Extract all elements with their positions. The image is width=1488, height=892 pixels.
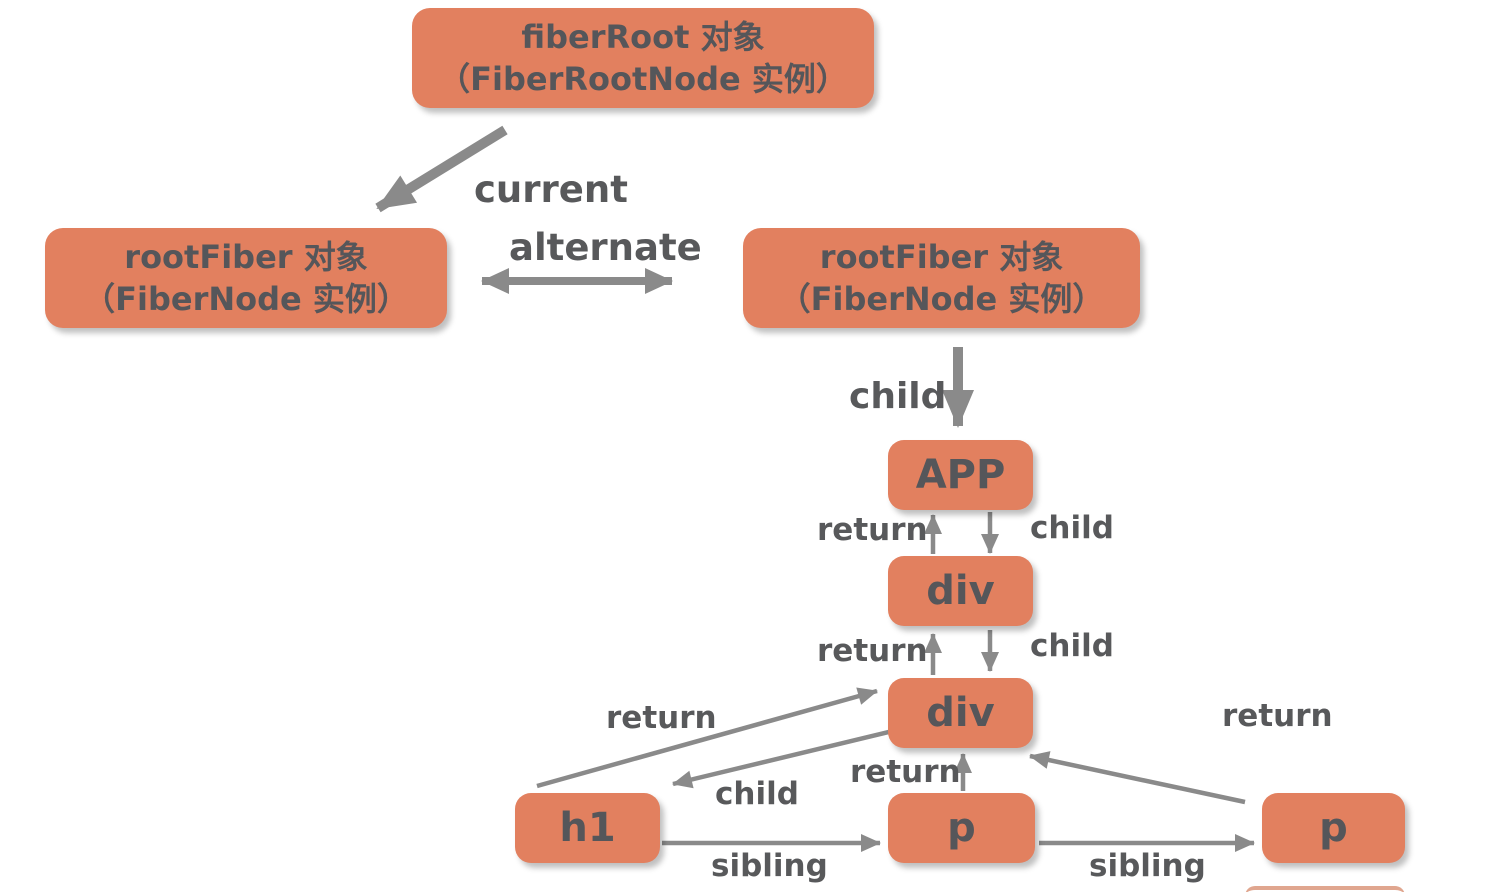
node-app-label: APP — [915, 451, 1006, 498]
node-h1: h1 — [515, 793, 660, 863]
label-sibling-right: sibling — [1089, 848, 1206, 884]
node-root-fiber-right: rootFiber 对象 （FiberNode 实例） — [743, 228, 1140, 328]
node-div-upper: div — [888, 556, 1033, 626]
label-return-div-app: return — [817, 512, 928, 548]
node-root-fiber-left-line2: （FiberNode 实例） — [83, 280, 409, 318]
node-fiber-root-line2: （FiberRootNode 实例） — [438, 60, 848, 98]
node-root-fiber-left: rootFiber 对象 （FiberNode 实例） — [45, 228, 447, 328]
node-h1-label: h1 — [559, 804, 616, 851]
label-return-pright-div: return — [1222, 698, 1333, 734]
label-current: current — [474, 168, 628, 211]
label-child-div-h1: child — [715, 776, 799, 812]
node-root-fiber-right-line2: （FiberNode 实例） — [778, 280, 1105, 318]
node-root-fiber-right-line1: rootFiber 对象 — [819, 237, 1064, 276]
label-return-p-div: return — [850, 754, 961, 790]
node-partial-bottom — [1245, 886, 1405, 892]
node-app: APP — [888, 440, 1033, 510]
node-p-right-label: p — [1319, 804, 1348, 851]
node-root-fiber-left-line1: rootFiber 对象 — [124, 237, 368, 276]
label-child-root: child — [849, 376, 947, 417]
label-child-div-div: child — [1030, 628, 1114, 664]
node-p-middle-label: p — [947, 804, 976, 851]
label-sibling-left: sibling — [711, 848, 828, 884]
label-alternate: alternate — [509, 226, 702, 269]
node-div-lower-label: div — [926, 689, 995, 736]
arrow-return-pright-div — [1029, 751, 1246, 805]
label-return-div-div: return — [817, 633, 928, 669]
label-child-app-div: child — [1030, 510, 1114, 546]
node-p-right: p — [1262, 793, 1405, 863]
label-return-h1-div: return — [606, 700, 717, 736]
node-div-upper-label: div — [926, 567, 995, 614]
node-fiber-root: fiberRoot 对象 （FiberRootNode 实例） — [412, 8, 874, 108]
node-p-middle: p — [888, 793, 1035, 863]
node-fiber-root-line1: fiberRoot 对象 — [521, 17, 765, 56]
node-div-lower: div — [888, 678, 1033, 748]
